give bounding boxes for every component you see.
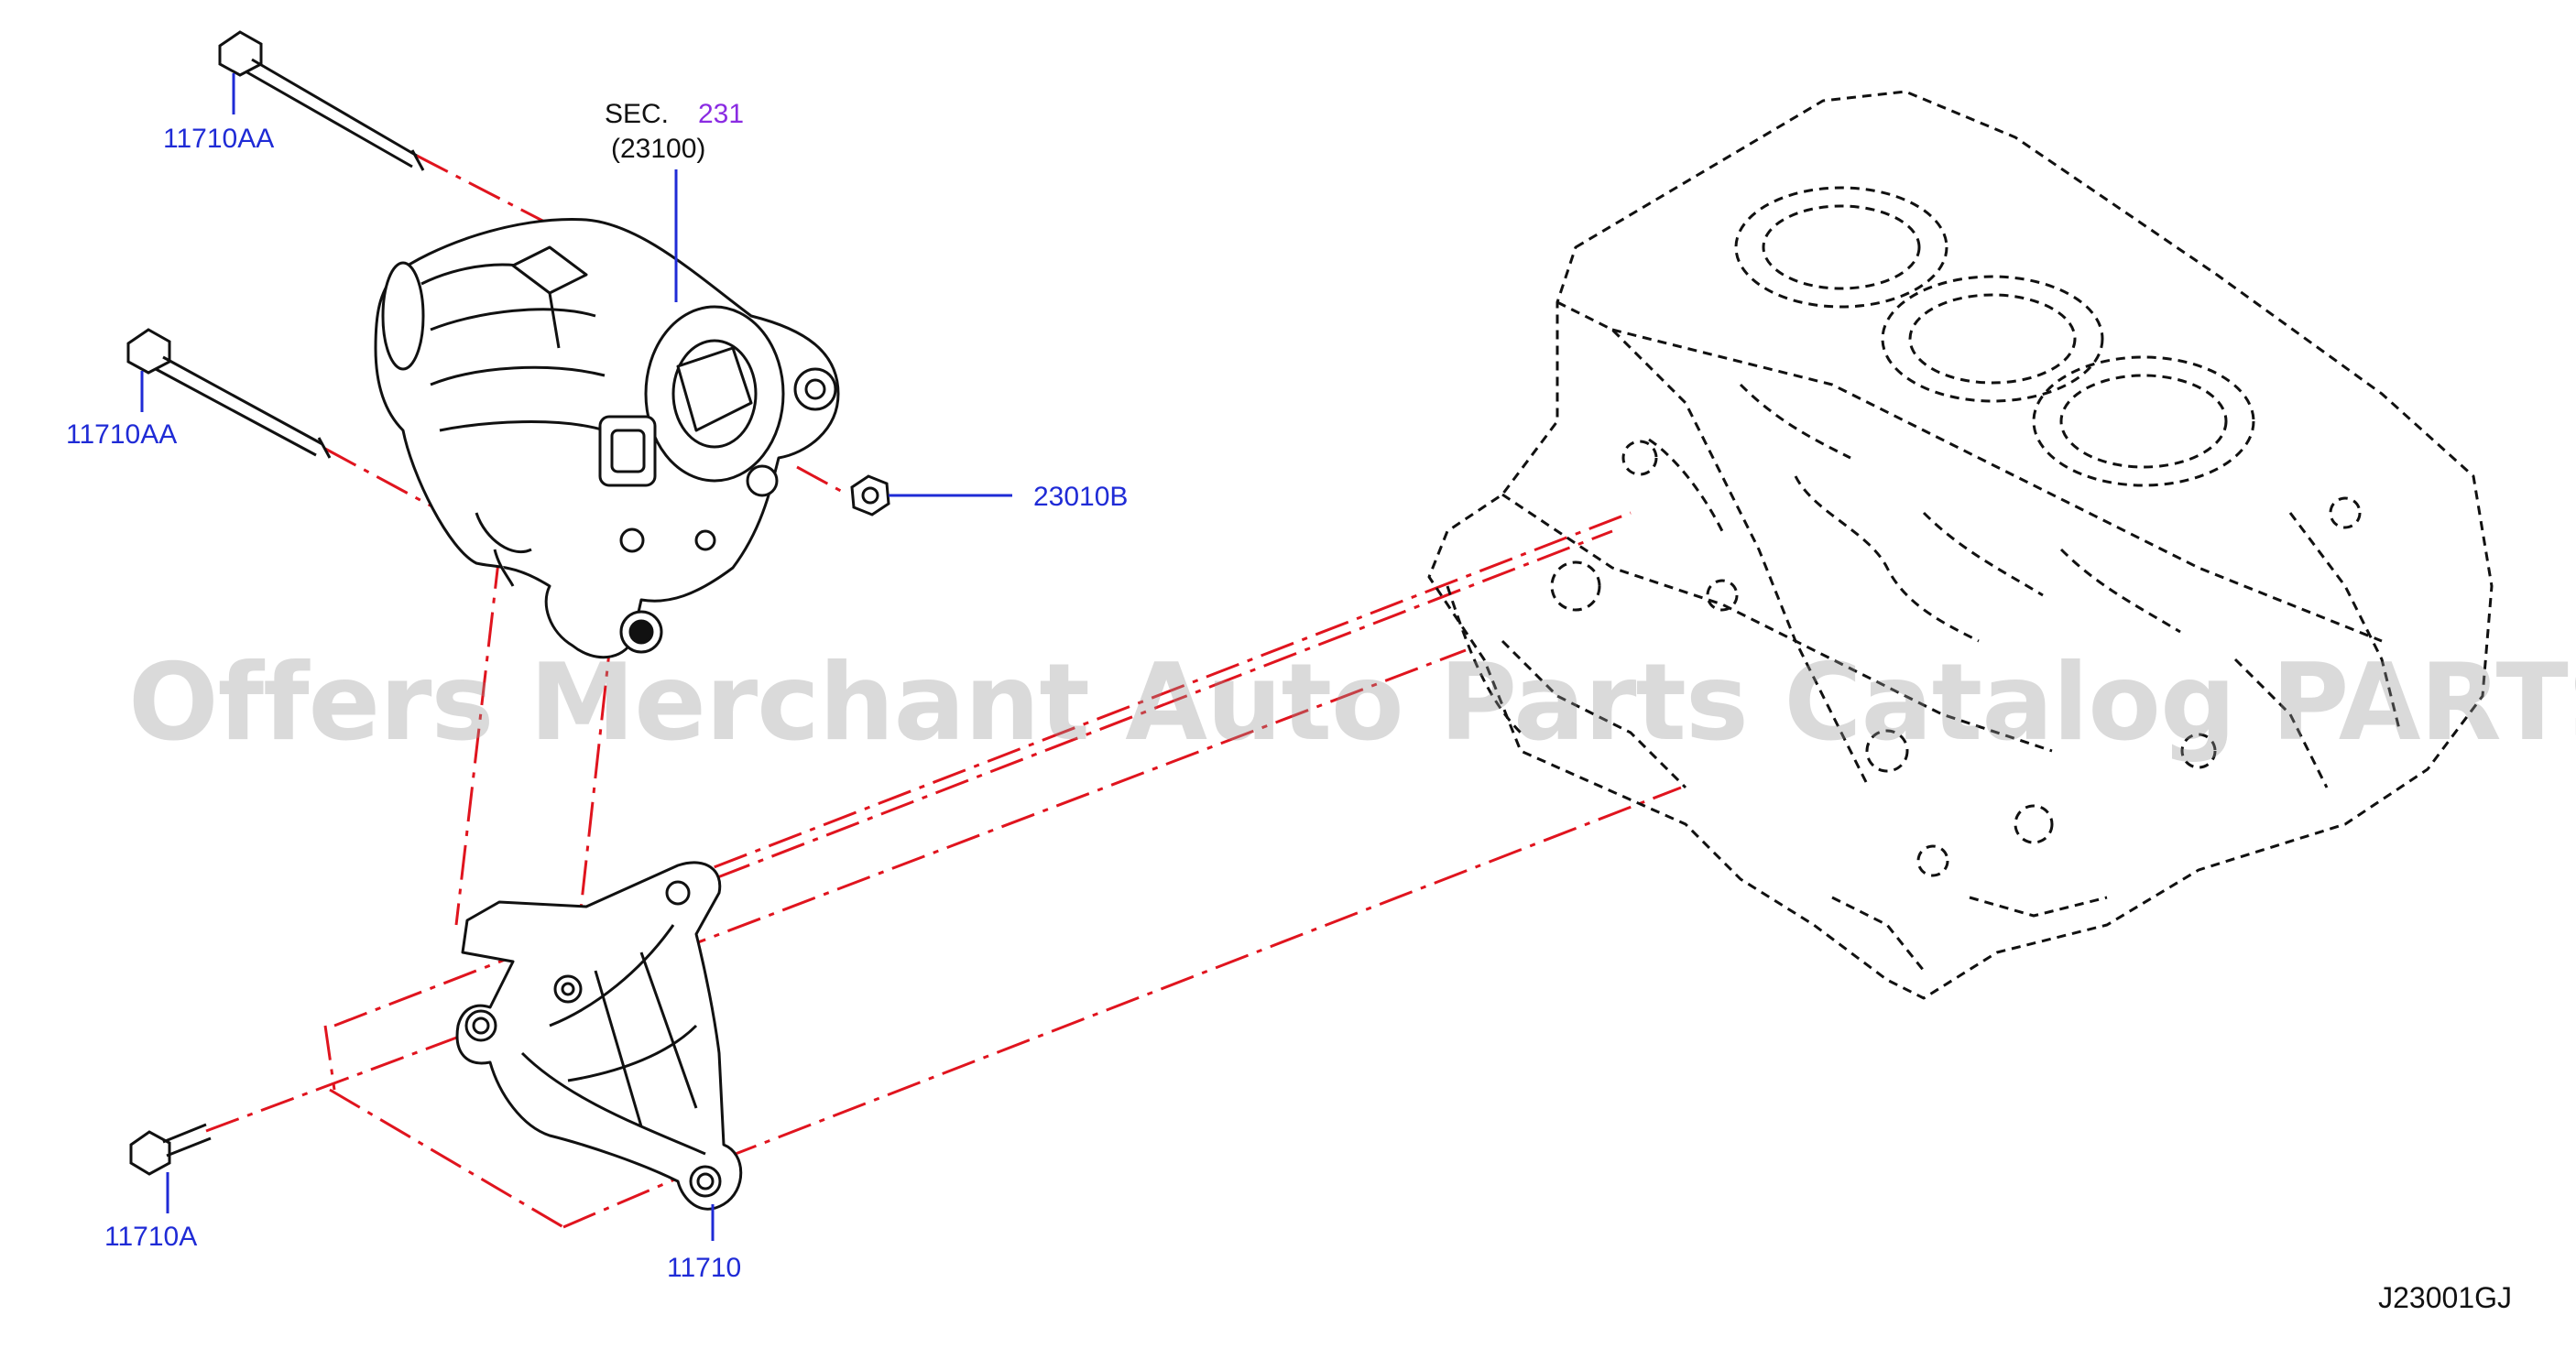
bolt-icon[interactable] <box>218 30 425 171</box>
alternator-part-number: (23100) <box>611 134 706 164</box>
part-label-23010B[interactable]: 23010B <box>1033 482 1129 512</box>
engine-block-icon <box>1427 90 2494 1000</box>
alternator-icon[interactable] <box>374 169 840 659</box>
section-link-231[interactable]: 231 <box>698 99 745 129</box>
bolt-icon[interactable] <box>126 328 332 459</box>
part-label-11710AA-upper[interactable]: 11710AA <box>163 124 275 154</box>
bolt-icon[interactable] <box>129 1123 212 1176</box>
section-prefix: SEC. <box>605 99 670 129</box>
part-label-11710[interactable]: 11710 <box>667 1253 742 1283</box>
assembly-centerlines <box>205 154 1682 1229</box>
part-label-11710AA-middle[interactable]: 11710AA <box>66 419 178 450</box>
watermark: Offers Merchant Auto Parts Catalog PARTS… <box>128 641 2576 765</box>
nut-icon[interactable] <box>850 474 890 516</box>
part-label-11710A[interactable]: 11710A <box>104 1222 198 1252</box>
bracket-icon[interactable] <box>455 861 743 1241</box>
diagram-code: J23001GJ <box>2378 1281 2512 1314</box>
leader-lines <box>140 73 1012 1213</box>
